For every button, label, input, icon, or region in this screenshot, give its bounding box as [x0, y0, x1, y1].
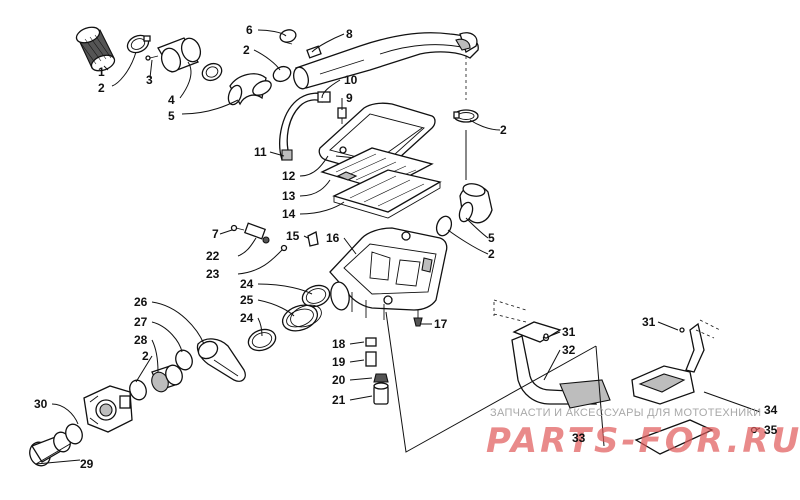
callout-6: 6 [246, 23, 253, 37]
part-2-clamp-c [272, 65, 292, 83]
leader-lines [35, 29, 761, 465]
callout-33: 33 [572, 431, 586, 445]
callout-30: 30 [34, 397, 48, 411]
callout-5-a: 5 [168, 109, 175, 123]
reference-line-left [493, 299, 527, 323]
part-11-clip [281, 149, 293, 161]
callout-12: 12 [282, 169, 296, 183]
part-7-screw [230, 224, 245, 232]
part-14-filter-pad [332, 169, 442, 219]
callout-31-b: 31 [642, 315, 656, 329]
callout-2-b: 2 [243, 43, 250, 57]
watermark: ЗАПЧАСТИ И АКСЕССУАРЫ ДЛЯ МОТОТЕХНИКИ PA… [486, 407, 800, 461]
part-15-clip [307, 231, 319, 247]
watermark-brand: PARTS-FOR.RU [486, 421, 800, 461]
part-31-screw-b [679, 327, 685, 333]
part-20-nut [373, 373, 389, 383]
callout-24-a: 24 [240, 277, 254, 291]
part-24-clamp-b [247, 328, 277, 352]
callout-10: 10 [344, 73, 358, 87]
callout-28: 28 [134, 333, 148, 347]
part-27-clamp [175, 349, 193, 371]
part-26-intake-boot [196, 338, 246, 382]
part-21-drain [373, 382, 389, 405]
part-24-clamp-a [301, 284, 331, 308]
part-28-adapter [151, 364, 183, 393]
part-16-airbox-housing [329, 227, 448, 320]
part-1-filter-element [75, 26, 116, 72]
part-29-clamp [65, 423, 83, 445]
part-6-clamp [279, 29, 297, 45]
callout-4: 4 [168, 93, 175, 107]
part-19-spacer [365, 351, 377, 367]
part-22-sensor [243, 222, 270, 244]
callout-5-b: 5 [488, 231, 495, 245]
callouts: 1 2 3 4 5 6 2 8 10 9 2 11 12 13 14 7 22 … [34, 23, 656, 471]
callout-2-e: 2 [142, 349, 149, 363]
part-8-intake-duct [293, 32, 479, 90]
part-4-adapter-tube [145, 37, 202, 73]
callout-3: 3 [146, 73, 153, 87]
part-23-o-ring [280, 244, 288, 252]
reference-line-right [695, 319, 721, 339]
part-2-clamp-d [453, 109, 479, 123]
part-34-bracket [631, 322, 714, 455]
callout-2-c: 2 [500, 123, 507, 137]
part-2-clamp-b [201, 62, 223, 82]
callout-29: 29 [80, 457, 94, 471]
callout-9: 9 [346, 91, 353, 105]
part-5-elbow-boot-a [227, 73, 272, 106]
part-2-clamp-e [435, 215, 453, 237]
callout-22: 22 [206, 249, 220, 263]
callout-8: 8 [346, 27, 353, 41]
callout-26: 26 [134, 295, 148, 309]
callout-16: 16 [326, 231, 340, 245]
part-30-throttle-body [83, 385, 133, 433]
callout-18: 18 [332, 337, 346, 351]
callout-17: 17 [434, 317, 448, 331]
callouts-overlay: 33 34 35 [572, 403, 778, 445]
callout-14: 14 [282, 207, 296, 221]
callout-15: 15 [286, 229, 300, 243]
callout-23: 23 [206, 267, 220, 281]
callout-32: 32 [562, 343, 576, 357]
part-18-grommet [365, 337, 377, 347]
callout-34: 34 [764, 403, 778, 417]
part-9-fitting [337, 107, 347, 124]
part-2-clamp-a [126, 34, 151, 54]
part-25-coupler [281, 304, 322, 332]
part-5-elbow-boot-b [458, 183, 493, 224]
callout-27: 27 [134, 315, 148, 329]
callout-19: 19 [332, 355, 346, 369]
part-31-screw-a [543, 333, 549, 339]
callout-2-a: 2 [98, 81, 105, 95]
callout-21: 21 [332, 393, 346, 407]
callout-7: 7 [212, 227, 219, 241]
callout-31-a: 31 [562, 325, 576, 339]
callout-20: 20 [332, 373, 346, 387]
callout-11: 11 [254, 145, 267, 159]
callout-13: 13 [282, 189, 296, 203]
callout-24-b: 24 [240, 311, 254, 325]
callout-1: 1 [98, 65, 105, 79]
watermark-subtitle: ЗАПЧАСТИ И АКСЕССУАРЫ ДЛЯ МОТОТЕХНИКИ [490, 407, 761, 419]
callout-25: 25 [240, 293, 254, 307]
callout-2-d: 2 [488, 247, 495, 261]
callout-35: 35 [764, 423, 778, 437]
